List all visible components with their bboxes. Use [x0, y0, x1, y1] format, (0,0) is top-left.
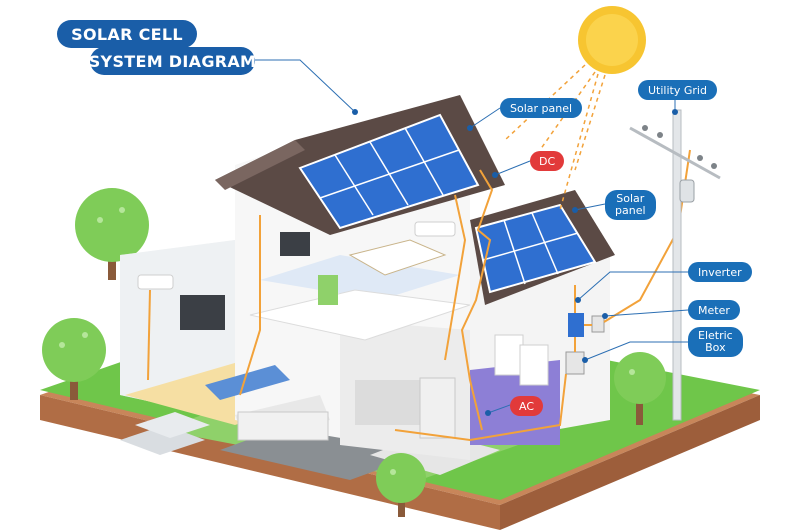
- tree-left-front: [42, 318, 106, 400]
- label-ac: AC: [510, 396, 544, 416]
- label-solar-panel-roof: Solar panel: [500, 98, 583, 118]
- label-solar-panel-side-line1: Solar: [616, 192, 645, 205]
- label-dc: DC: [530, 151, 565, 171]
- label-utility-grid: Utility Grid: [638, 80, 717, 100]
- label-electric-box-line1: Eletric: [698, 329, 733, 342]
- label-meter: Meter: [688, 300, 740, 320]
- label-inverter: Inverter: [688, 262, 752, 282]
- label-solar-panel-side: Solar panel: [605, 190, 656, 220]
- sun-icon: [578, 6, 646, 74]
- title-line-2: SYSTEM DIAGRAM: [89, 47, 256, 75]
- solar-panel-roof: [298, 113, 480, 230]
- label-electric-box-line2: Box: [705, 341, 726, 354]
- label-solar-panel-side-line2: panel: [615, 204, 646, 217]
- tree-front: [376, 453, 426, 517]
- label-electric-box: Eletric Box: [688, 327, 743, 357]
- leader-lines: [255, 59, 689, 414]
- sun-rays: [504, 64, 606, 211]
- leader-dots: [352, 109, 678, 416]
- tree-right: [614, 352, 666, 425]
- tree-left-back: [75, 188, 149, 280]
- solar-panel-side: [474, 203, 597, 294]
- title-line-1: SOLAR CELL: [57, 20, 197, 48]
